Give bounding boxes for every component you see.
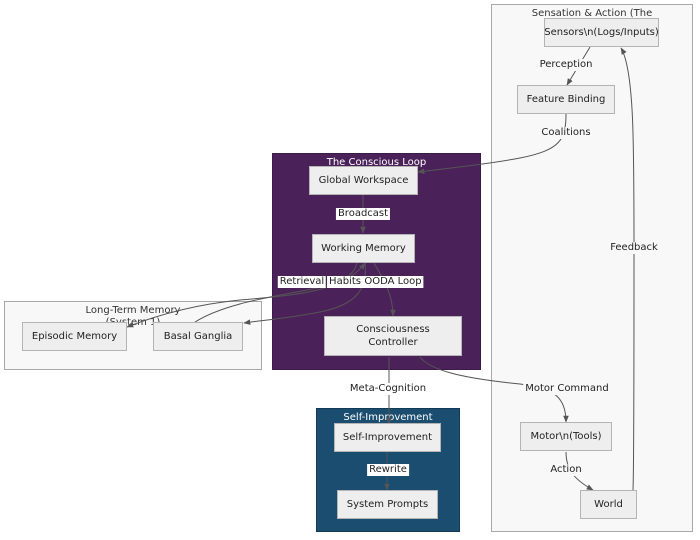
cluster-sensation-action-title: Sensation & Action (The <box>531 8 653 19</box>
node-feature-binding[interactable]: Feature Binding <box>517 85 615 114</box>
cluster-self-improvement-title: Self-Improvement <box>343 412 433 423</box>
node-global-workspace[interactable]: Global Workspace <box>309 166 418 195</box>
edge-working-controller <box>373 262 396 317</box>
edge-feature-workspace <box>417 113 567 174</box>
node-consciousness-controller[interactable]: Consciousness Controller <box>324 316 462 356</box>
edge-label-retrieval: Retrieval <box>277 276 327 288</box>
node-system-prompts[interactable]: System Prompts <box>337 490 438 519</box>
edge-label-rewrite: Rewrite <box>367 464 409 476</box>
edge-label-coalitions: Coalitions <box>539 127 593 139</box>
edge-label-broadcast: Broadcast <box>335 208 391 220</box>
edge-label-motor-command: Motor Command <box>523 383 611 395</box>
edge-world-sensors <box>620 47 635 491</box>
node-episodic-memory[interactable]: Episodic Memory <box>22 322 127 351</box>
node-basal-ganglia[interactable]: Basal Ganglia <box>153 322 243 351</box>
edge-label-perception: Perception <box>537 59 595 71</box>
edge-controller-motor <box>419 356 569 423</box>
node-working-memory[interactable]: Working Memory <box>312 234 415 263</box>
edge-label-ooda-loop: OODA Loop <box>362 276 424 288</box>
edge-working-episodic <box>126 262 358 328</box>
edge-label-feedback: Feedback <box>608 242 660 254</box>
node-world[interactable]: World <box>580 490 637 519</box>
edge-label-habits: Habits <box>327 276 363 288</box>
edge-basal-working <box>194 262 366 323</box>
edge-label-action: Action <box>548 464 584 476</box>
edge-label-meta-cognition: Meta-Cognition <box>347 383 429 395</box>
node-motor[interactable]: Motor\n(Tools) <box>520 422 612 451</box>
node-sensors[interactable]: Sensors\n(Logs/Inputs) <box>544 18 659 47</box>
node-self-improvement[interactable]: Self-Improvement <box>334 423 441 452</box>
cluster-conscious-loop-title: The Conscious Loop <box>326 157 427 168</box>
